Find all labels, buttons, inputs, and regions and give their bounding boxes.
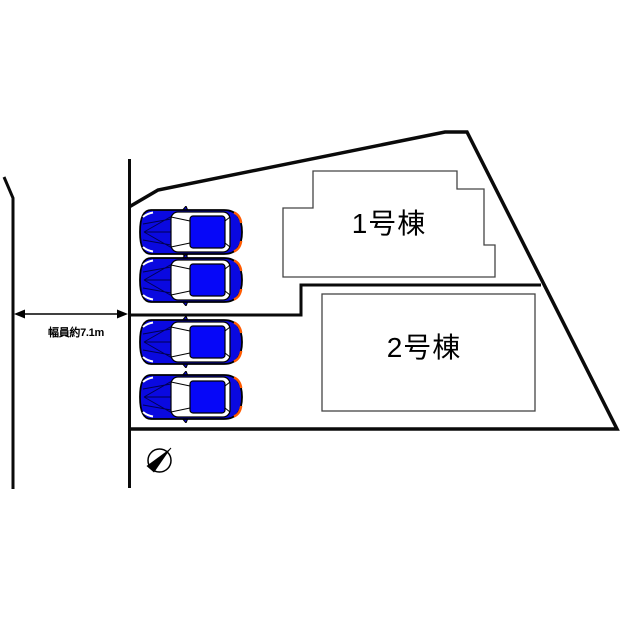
road-left-edge-line	[2, 176, 15, 489]
width-dimension-arrow	[14, 309, 128, 319]
car-icon-4	[138, 371, 244, 423]
lot-division-line	[131, 283, 541, 317]
north-arrow-icon	[146, 447, 172, 473]
arrowhead-left	[14, 309, 25, 319]
road-width-label: 幅員約7.1m	[48, 325, 104, 339]
building-2-label: 2号棟	[387, 332, 462, 363]
car-icon-3	[138, 316, 244, 368]
car-icon-1	[138, 206, 244, 258]
arrowhead-right	[117, 309, 128, 319]
building-1-outline	[282, 170, 496, 278]
building-1-label: 1号棟	[352, 208, 427, 239]
building-2-outline	[321, 293, 536, 412]
site-boundary-line	[128, 130, 620, 431]
car-icon-2	[138, 254, 244, 306]
